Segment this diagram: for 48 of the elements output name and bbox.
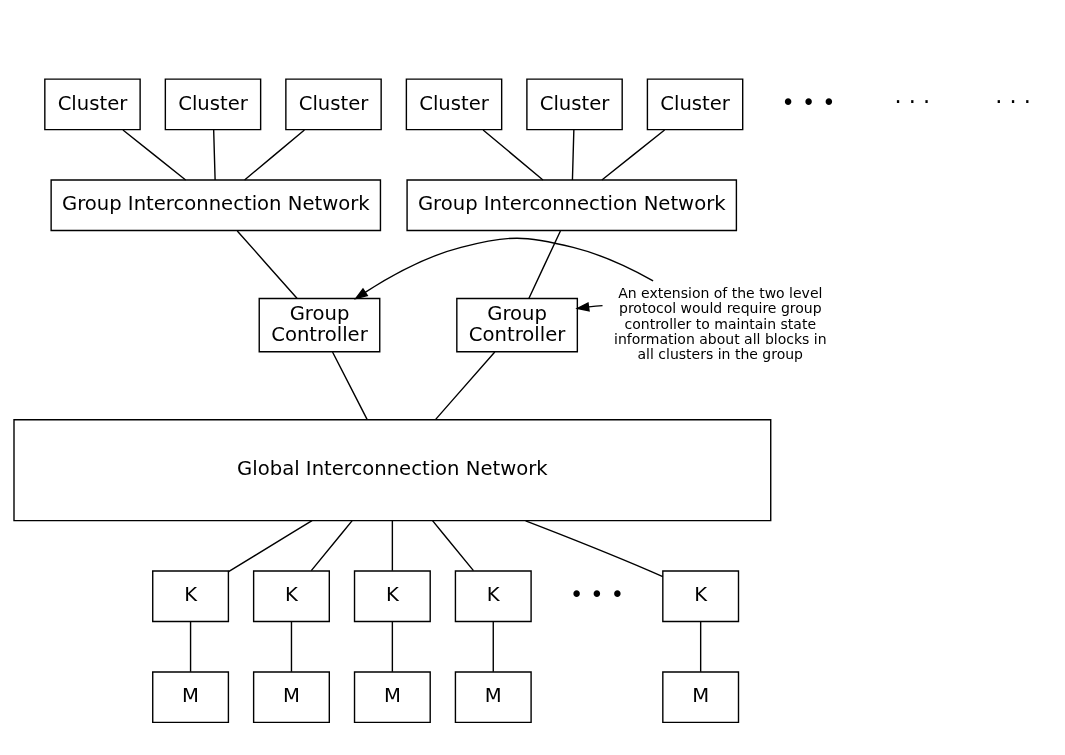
node-box: K <box>353 570 431 623</box>
connector <box>492 621 494 673</box>
connector <box>528 230 562 299</box>
label: · · · <box>995 88 1031 115</box>
node-box: Cluster <box>646 78 744 131</box>
connector <box>310 519 353 572</box>
node-box: Cluster <box>164 78 262 131</box>
node-box: Global Interconnection Network <box>13 419 772 522</box>
connector <box>431 519 475 572</box>
node-box: K <box>152 570 230 623</box>
node-box: M <box>662 671 740 724</box>
connector <box>524 520 664 578</box>
label: • • • <box>570 580 624 607</box>
node-box: M <box>252 671 330 724</box>
connector <box>213 129 216 181</box>
arrow <box>575 301 604 312</box>
node-box: Group Interconnection Network <box>406 179 738 232</box>
node-box: Cluster <box>44 78 141 131</box>
connector <box>391 621 394 673</box>
node-box: Cluster <box>285 78 382 131</box>
connector <box>227 519 313 573</box>
connector <box>189 621 192 673</box>
node-box: Group Interconnection Network <box>50 179 382 232</box>
node-box: Group Controller <box>258 297 381 353</box>
label: · · · <box>894 88 931 115</box>
node-box: M <box>454 671 532 724</box>
node-box: K <box>252 570 330 623</box>
node-box: K <box>454 570 532 623</box>
connector <box>391 519 394 572</box>
connector <box>571 129 575 181</box>
connector <box>482 129 544 181</box>
arrow <box>354 237 654 300</box>
connector <box>236 230 298 299</box>
label: • • • <box>781 88 836 115</box>
connector <box>434 351 496 421</box>
connector <box>699 621 702 673</box>
connector <box>243 129 306 181</box>
connector <box>331 351 368 421</box>
node-box: M <box>353 671 431 724</box>
node-box: Cluster <box>526 78 623 131</box>
node-box: K <box>662 570 740 623</box>
connector <box>122 129 187 181</box>
node-box: M <box>152 671 230 724</box>
node-text: An extension of the two level protocol would require group controller to maintain state information about all blocks in all clusters in the group <box>614 284 827 363</box>
connector <box>601 129 666 181</box>
node-box: Group Controller <box>456 297 579 353</box>
node-box: Cluster <box>405 78 503 131</box>
connector <box>290 621 293 673</box>
